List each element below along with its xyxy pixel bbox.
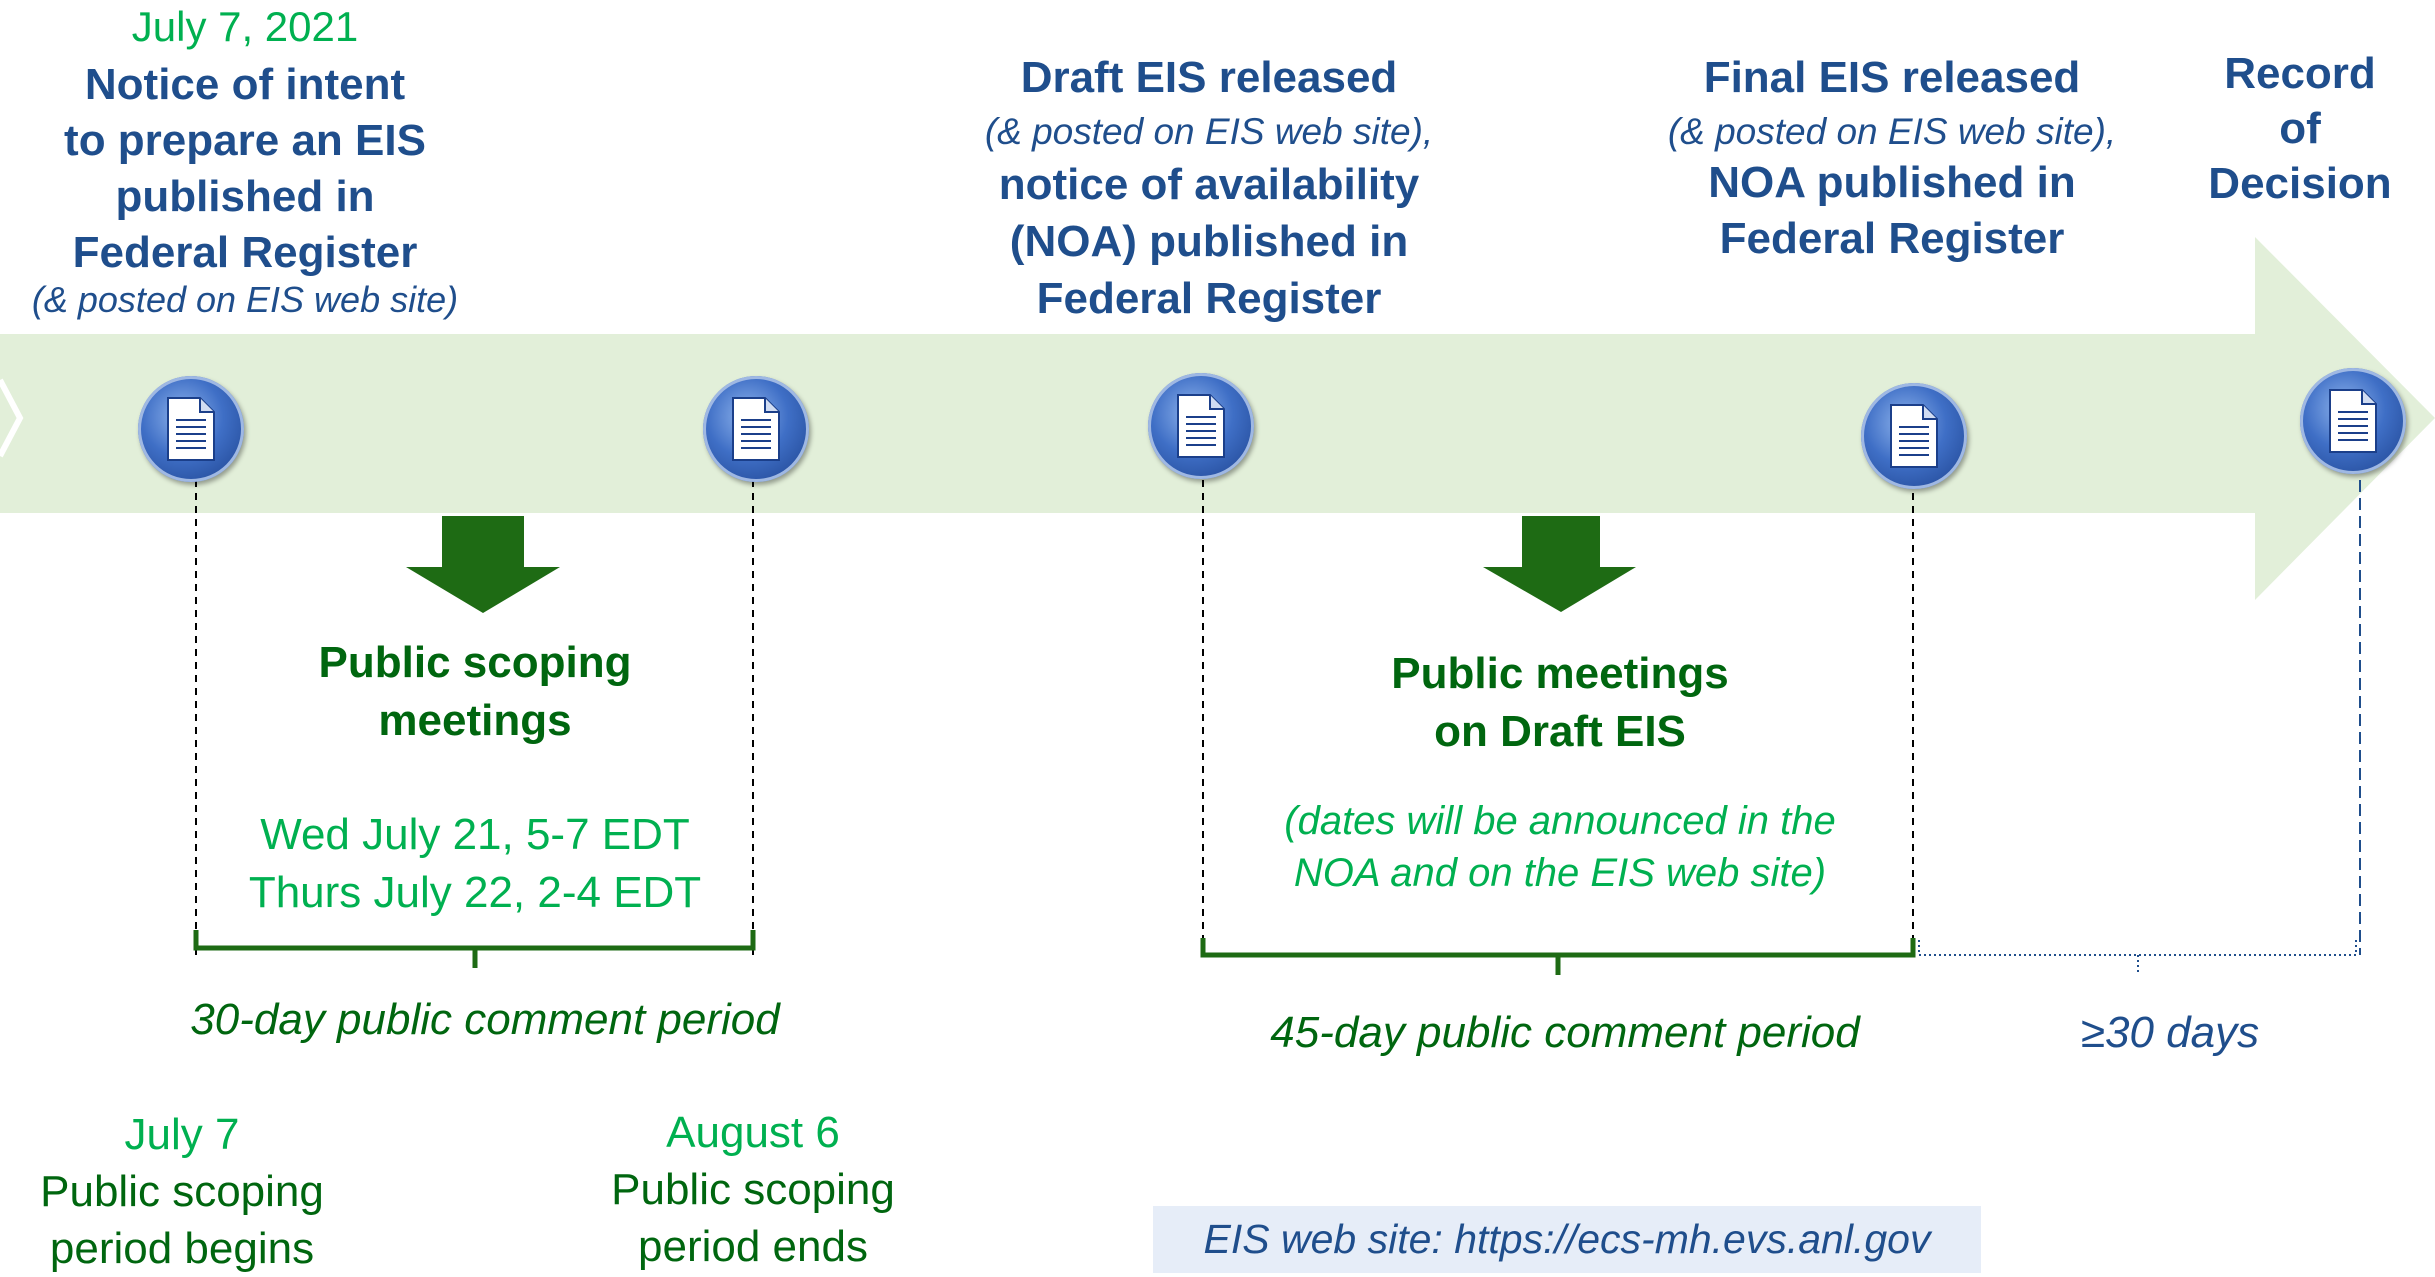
rod-wait-brace bbox=[1918, 940, 2357, 972]
draft-meetings-note: (dates will be announced in the NOA and … bbox=[1284, 799, 1836, 895]
draft-title: Draft EIS released bbox=[1020, 53, 1398, 102]
draft-period-label: 45-day public comment period bbox=[1270, 1008, 1860, 1057]
draft-noa-text: notice of availability (NOA) published i… bbox=[998, 160, 1420, 323]
website-note: EIS web site: https://ecs-mh.evs.anl.gov bbox=[1153, 1206, 1981, 1273]
scoping-down-arrow bbox=[406, 516, 560, 613]
scoping-end: August 6 Public scoping period ends bbox=[611, 1108, 895, 1271]
document-icon bbox=[1861, 383, 1967, 489]
scoping-start: July 7 Public scoping period begins bbox=[40, 1110, 324, 1273]
final-noa-text: NOA published in Federal Register bbox=[1708, 158, 2076, 263]
final-note: (& posted on EIS web site), bbox=[1667, 111, 2117, 152]
document-icon bbox=[1148, 373, 1254, 479]
rod-title: Record of Decision bbox=[2208, 49, 2392, 208]
final-title: Final EIS released bbox=[1703, 53, 2081, 102]
noi-note: (& posted on EIS web site) bbox=[31, 279, 459, 320]
scoping-period-brace bbox=[193, 930, 756, 968]
document-icon bbox=[2300, 368, 2406, 474]
scoping-meeting-dates: Wed July 21, 5-7 EDT Thurs July 22, 2-4 … bbox=[248, 810, 702, 917]
noi-title: Notice of intent to prepare an EIS publi… bbox=[64, 60, 426, 277]
rod-wait-label: ≥30 days bbox=[2080, 1008, 2260, 1057]
draft-period-brace bbox=[1200, 938, 1916, 975]
document-icon bbox=[138, 376, 244, 482]
scoping-period-label: 30-day public comment period bbox=[190, 995, 780, 1044]
draft-meetings-down-arrow bbox=[1483, 516, 1636, 612]
noi-date: July 7, 2021 bbox=[131, 3, 359, 50]
draft-meetings-title: Public meetings on Draft EIS bbox=[1391, 649, 1729, 756]
scoping-meetings-title: Public scoping meetings bbox=[318, 638, 632, 745]
document-icon bbox=[703, 376, 809, 482]
timeline-left-notch bbox=[0, 378, 24, 458]
draft-note: (& posted on EIS web site), bbox=[984, 111, 1434, 152]
